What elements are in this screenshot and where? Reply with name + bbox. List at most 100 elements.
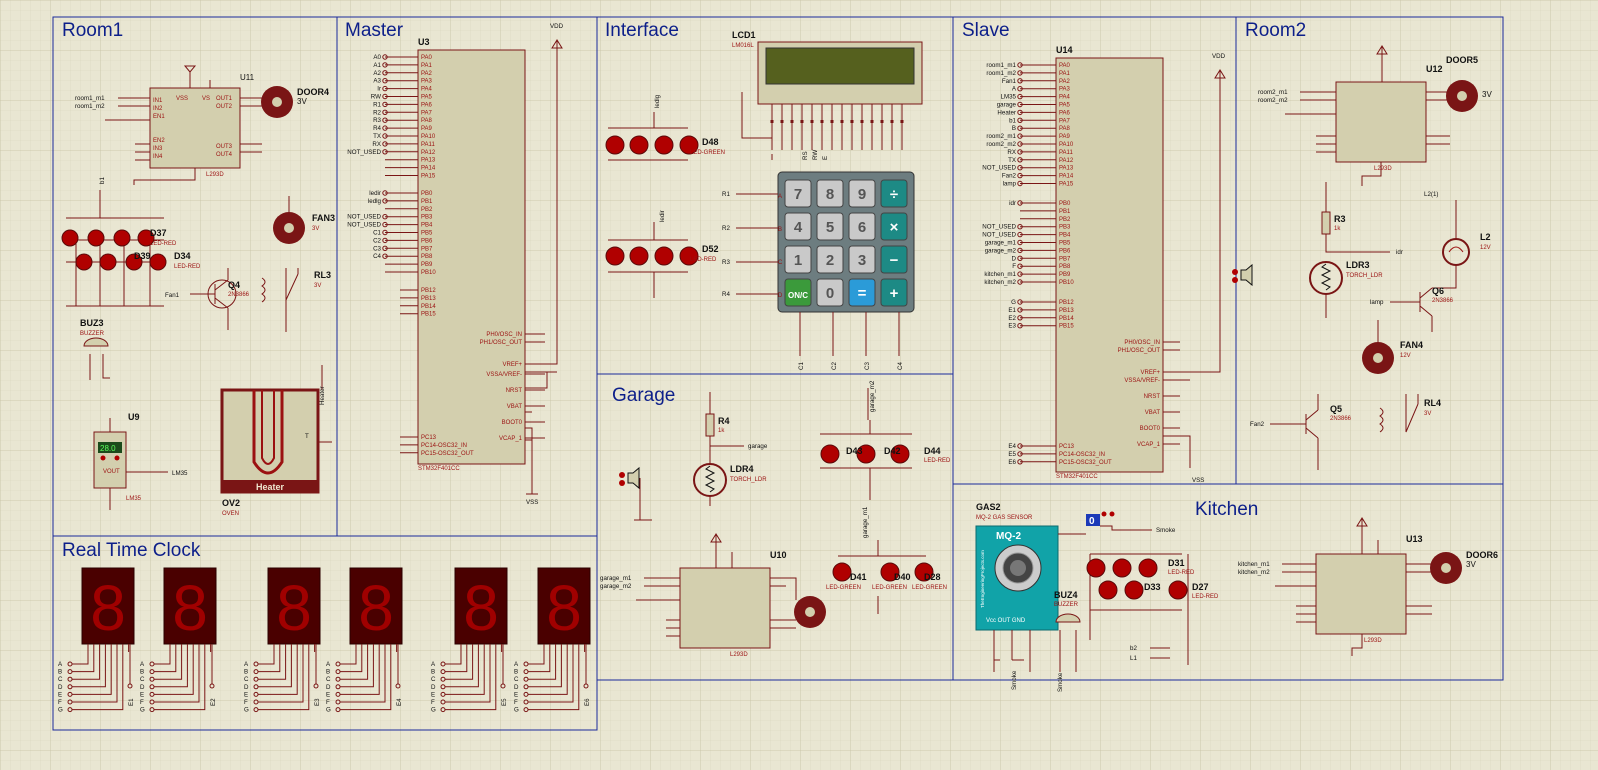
- net-terminal[interactable]: [382, 214, 388, 220]
- seg-terminal[interactable]: [253, 661, 259, 667]
- seg-terminal[interactable]: [440, 676, 446, 682]
- gas-sensor[interactable]: GAS2 MQ-2 GAS SENSOR MQ-2 Vcc OUT GND Th…: [975, 502, 1176, 692]
- net-terminal[interactable]: [1017, 109, 1023, 116]
- seg-terminal[interactable]: [67, 684, 73, 690]
- seg-terminal[interactable]: [335, 707, 341, 713]
- net-terminal[interactable]: [1017, 157, 1023, 163]
- door5-motor[interactable]: DOOR5 3V: [1446, 55, 1492, 112]
- seg-terminal[interactable]: [67, 707, 73, 713]
- net-terminal[interactable]: [1017, 117, 1023, 124]
- net-terminal[interactable]: [382, 54, 388, 60]
- seg-terminal[interactable]: [440, 691, 446, 697]
- seg-terminal[interactable]: [149, 669, 155, 675]
- net-terminal[interactable]: [382, 62, 388, 68]
- resistor-r3[interactable]: R3 1k idr: [1321, 182, 1403, 256]
- transistor-q5[interactable]: Q5 2N3866 Fan2: [1250, 394, 1352, 470]
- room1-driver[interactable]: U11 L293D IN1 IN2 EN1 EN2 IN3 IN4 VSS VS…: [105, 65, 262, 185]
- seg-terminal[interactable]: [335, 699, 341, 705]
- keypad-key[interactable]: 8: [816, 179, 844, 208]
- seg-terminal[interactable]: [440, 707, 446, 713]
- net-terminal[interactable]: [1017, 443, 1023, 449]
- net-terminal[interactable]: [1017, 125, 1023, 131]
- net-terminal[interactable]: [382, 85, 388, 92]
- net-terminal[interactable]: [382, 133, 388, 139]
- seg-terminal[interactable]: [67, 691, 73, 697]
- net-terminal[interactable]: [1017, 78, 1023, 84]
- keypad-key[interactable]: 2: [816, 245, 844, 274]
- buzzer-buz4[interactable]: BUZ4 BUZZER: [1054, 590, 1081, 672]
- net-terminal[interactable]: [1017, 323, 1023, 329]
- net-terminal[interactable]: [1017, 101, 1023, 108]
- seg-terminal[interactable]: [335, 669, 341, 675]
- garage-leds-bottom[interactable]: D41 D40 D28 LED-GREEN LED-GREEN LED-GREE…: [826, 506, 947, 614]
- net-terminal[interactable]: [382, 109, 388, 116]
- net-terminal[interactable]: [1017, 172, 1023, 179]
- net-terminal[interactable]: [382, 70, 388, 76]
- net-terminal[interactable]: [1017, 451, 1023, 457]
- seg-terminal[interactable]: [523, 684, 529, 690]
- enable-terminal[interactable]: [313, 683, 319, 689]
- keypad-key[interactable]: −: [880, 245, 908, 274]
- seg-terminal[interactable]: [67, 676, 73, 682]
- net-terminal[interactable]: [382, 117, 388, 123]
- keypad-key[interactable]: 7: [784, 179, 812, 208]
- net-terminal[interactable]: [1017, 271, 1023, 277]
- door6-motor[interactable]: DOOR6 3V: [1430, 550, 1498, 584]
- relay-rl3[interactable]: RL3 3V: [261, 268, 331, 332]
- lamp-l2[interactable]: L2 12V L2(1): [1424, 191, 1491, 284]
- transistor-q6[interactable]: Q6 2N3866 lamp: [1370, 284, 1457, 332]
- net-terminal[interactable]: [382, 78, 388, 84]
- seg-terminal[interactable]: [67, 699, 73, 705]
- ldr4[interactable]: LDR4 TORCH_LDR: [693, 446, 767, 506]
- enable-terminal[interactable]: [209, 683, 215, 689]
- net-terminal[interactable]: [382, 141, 388, 147]
- interface-leds-bottom[interactable]: D52 LED-RED ledir: [605, 210, 719, 298]
- keypad-key[interactable]: 9: [848, 179, 876, 208]
- garage-motor[interactable]: [794, 596, 826, 628]
- net-terminal[interactable]: [382, 101, 388, 108]
- net-terminal[interactable]: [1017, 180, 1023, 187]
- net-terminal[interactable]: [1017, 299, 1023, 305]
- seg-terminal[interactable]: [335, 676, 341, 682]
- seg-terminal[interactable]: [149, 676, 155, 682]
- net-terminal[interactable]: [1017, 93, 1023, 100]
- seg-terminal[interactable]: [253, 691, 259, 697]
- keypad-key[interactable]: ×: [880, 212, 908, 241]
- keypad-key[interactable]: ÷: [880, 179, 908, 208]
- slave-mcu[interactable]: U14 STM32F401CC PA0room1_m1PA1room1_m2PA…: [982, 45, 1226, 484]
- seg-terminal[interactable]: [440, 661, 446, 667]
- lcd-module[interactable]: LCD1 LM016L RS RW E: [732, 30, 923, 160]
- fan4[interactable]: FAN4 12V: [1362, 320, 1423, 374]
- seg-terminal[interactable]: [253, 707, 259, 713]
- seg-terminal[interactable]: [523, 676, 529, 682]
- net-terminal[interactable]: [1017, 62, 1023, 68]
- net-terminal[interactable]: [382, 229, 388, 236]
- net-terminal[interactable]: [382, 198, 388, 204]
- garage-driver[interactable]: U10 L293D: [636, 533, 797, 658]
- keypad-key[interactable]: =: [848, 278, 876, 307]
- speaker-garage[interactable]: [619, 466, 652, 521]
- net-terminal[interactable]: [1017, 231, 1023, 238]
- net-terminal[interactable]: [1017, 224, 1023, 230]
- rtc-seven-segment-displays[interactable]: 8ABCDEFGE18ABCDEFGE28ABCDEFGE38ABCDEFGE4…: [58, 567, 591, 714]
- oven-ov2[interactable]: Heater OV2 OVEN T Heater: [220, 365, 332, 517]
- kitchen-leds[interactable]: D31 LED-RED D33 D27 LED-RED b2 L1: [1086, 553, 1219, 665]
- keypad-key[interactable]: ON/C: [784, 278, 812, 307]
- net-terminal[interactable]: [382, 93, 388, 100]
- seg-terminal[interactable]: [253, 669, 259, 675]
- door4-motor[interactable]: DOOR4 3V: [261, 86, 329, 118]
- seg-terminal[interactable]: [335, 684, 341, 690]
- net-terminal[interactable]: [1017, 263, 1023, 269]
- enable-terminal[interactable]: [395, 683, 401, 689]
- net-terminal[interactable]: [382, 149, 388, 155]
- net-terminal[interactable]: [382, 190, 388, 196]
- net-terminal[interactable]: [1017, 247, 1023, 254]
- seg-terminal[interactable]: [440, 684, 446, 690]
- seg-terminal[interactable]: [253, 699, 259, 705]
- net-terminal[interactable]: [1017, 307, 1023, 313]
- keypad-key[interactable]: 4: [784, 212, 812, 241]
- enable-terminal[interactable]: [583, 683, 589, 689]
- keypad-key[interactable]: 6: [848, 212, 876, 241]
- sensor-lm35[interactable]: 28.0 VOUT U9 LM35 LM35: [93, 412, 188, 510]
